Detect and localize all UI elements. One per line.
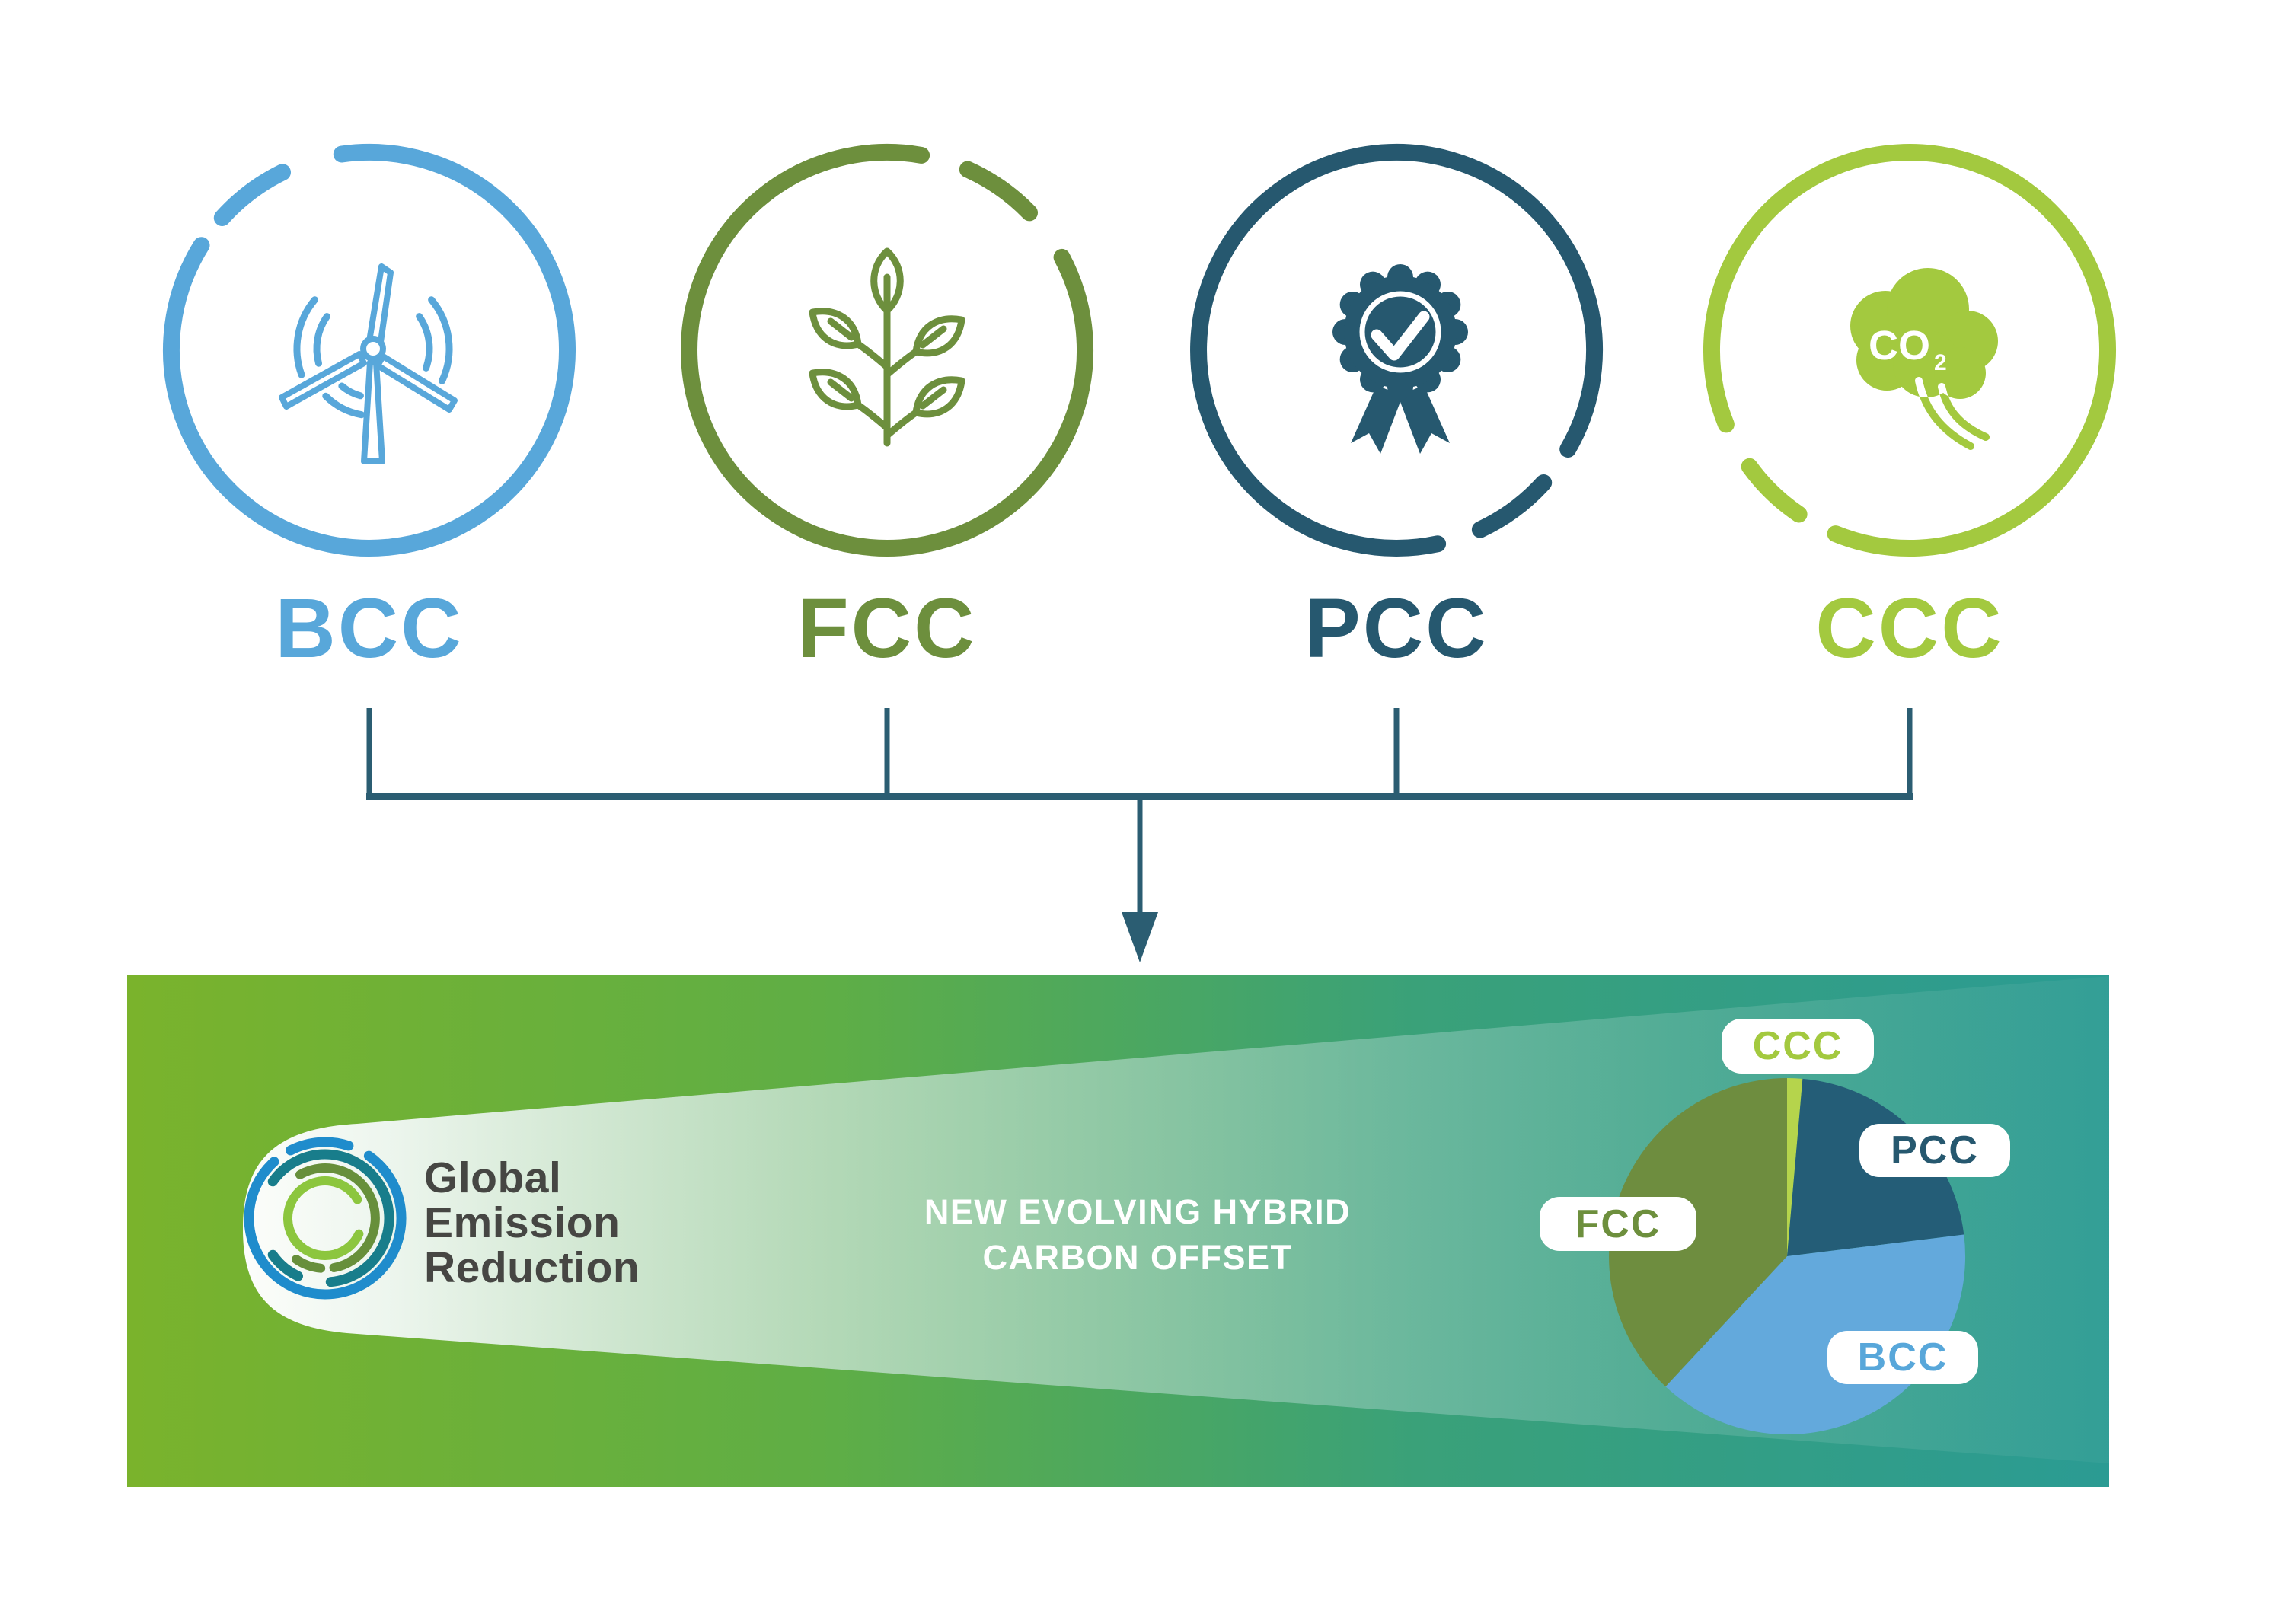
connector-arrow <box>366 708 1913 962</box>
headline-line-1: NEW EVOLVING HYBRID <box>924 1192 1352 1231</box>
pie-slice-fcc <box>1609 1078 1787 1387</box>
pie-slice-bcc <box>1665 1234 1966 1435</box>
co2-subscript: 2 <box>1934 350 1947 375</box>
credit-type-bcc: BCC <box>110 114 628 815</box>
plant-sprig-icon <box>681 144 1093 557</box>
banner: Global Emission Reduction NEW EVOLVING H… <box>127 975 2109 1487</box>
logo-text: Global Emission Reduction <box>424 1156 640 1291</box>
pie-label-chip-ccc: CCC <box>1722 1019 1874 1074</box>
global-emission-reduction-logo-icon <box>244 1137 407 1300</box>
logo-line-1: Global <box>424 1153 562 1202</box>
co2-label: CO <box>1869 323 1930 369</box>
wind-turbine-icon <box>163 143 576 557</box>
headline-line-2: CARBON OFFSET <box>982 1238 1293 1277</box>
credit-type-label: FCC <box>797 581 977 675</box>
logo-line-3: Reduction <box>424 1243 640 1292</box>
logo-line-2: Emission <box>424 1198 621 1247</box>
credit-type-label: BCC <box>275 581 464 675</box>
pie-label-chip-pcc: PCC <box>1859 1124 2010 1177</box>
award-badge-check-icon <box>1190 144 1604 557</box>
pie-label-chip-fcc: FCC <box>1540 1197 1696 1251</box>
pie-chart <box>1609 1078 1966 1435</box>
pie-label-chip-bcc: BCC <box>1827 1331 1978 1384</box>
credit-type-fcc: FCC <box>628 114 1146 815</box>
credit-type-pcc: PCC <box>1138 114 1655 815</box>
banner-headline: NEW EVOLVING HYBRID CARBON OFFSET <box>795 1189 1480 1281</box>
credit-type-label: PCC <box>1304 581 1489 675</box>
credit-type-label: CCC <box>1815 581 2004 675</box>
pie-slice-ccc <box>1787 1078 1803 1256</box>
